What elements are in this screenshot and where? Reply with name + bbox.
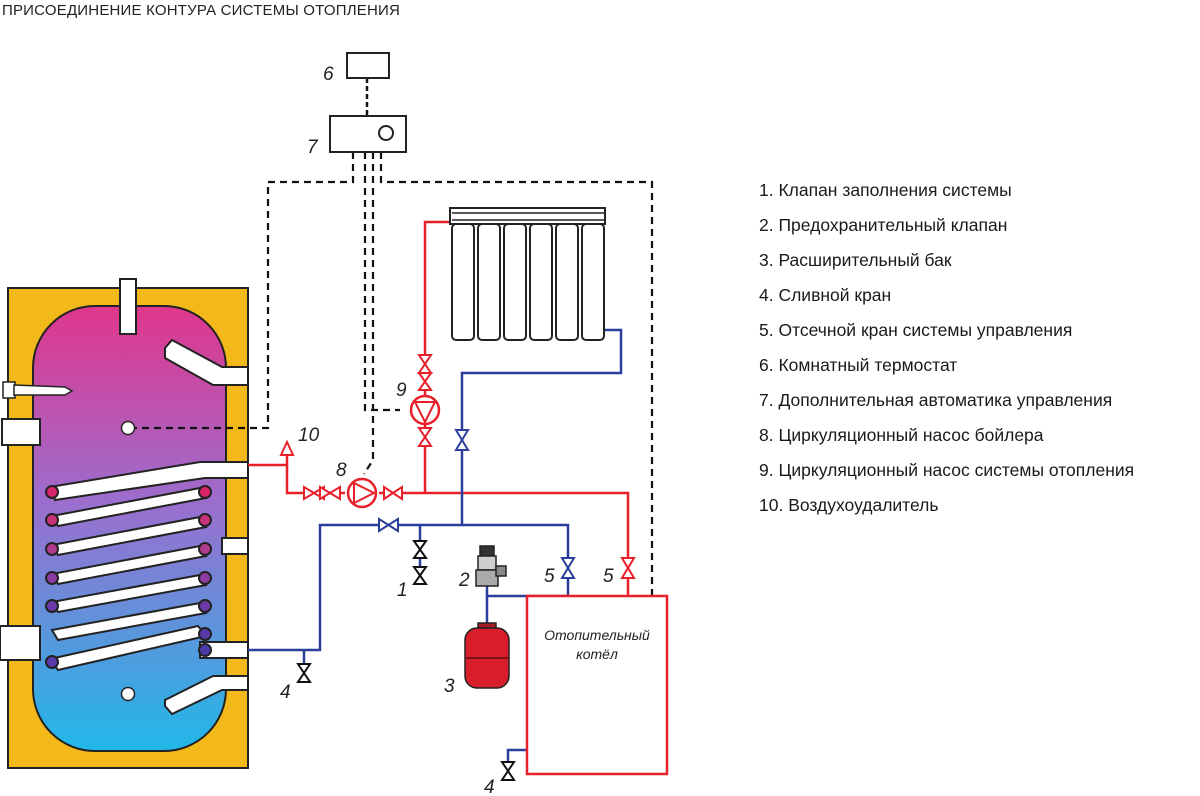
legend-item: 8. Циркуляционный насос бойлера: [759, 425, 1044, 445]
legend-item: 6. Комнатный термостат: [759, 355, 958, 375]
radiator: [449, 207, 606, 341]
pump-9: [409, 394, 441, 426]
legend-item: 5. Отсечной кран системы управления: [759, 320, 1073, 340]
label-4-tank: 4: [280, 682, 291, 703]
label-2: 2: [458, 570, 470, 591]
legend-item: 10. Воздухоудалитель: [759, 495, 939, 515]
legend-item: 7. Дополнительная автоматика управления: [759, 390, 1113, 410]
legend-item: 2. Предохранительный клапан: [759, 215, 1008, 235]
return-pipes: [248, 328, 623, 770]
control-unit: [329, 115, 407, 153]
legend-item: 9. Циркуляционный насос системы отоплени…: [759, 460, 1135, 480]
label-7: 7: [307, 137, 319, 158]
boiler-label-line2: котёл: [576, 646, 618, 662]
label-10: 10: [298, 425, 320, 446]
label-4-boiler: 4: [484, 777, 495, 796]
valves: [296, 354, 636, 781]
air-vent-icon: [279, 439, 295, 456]
heat-exchanger-coil: [45, 461, 249, 716]
label-5-blue: 5: [544, 566, 555, 587]
control-wiring: [135, 152, 654, 596]
heating-boiler: [525, 594, 669, 776]
legend-item: 3. Расширительный бак: [759, 250, 952, 270]
label-1: 1: [397, 580, 408, 601]
boiler-label-line1: Отопительный: [544, 627, 650, 643]
legend-item: 1. Клапан заполнения системы: [759, 180, 1012, 200]
label-8: 8: [336, 460, 347, 481]
label-5-red: 5: [603, 566, 614, 587]
legend-list: 1. Клапан заполнения системы 2. Предохра…: [759, 176, 1134, 526]
legend-item: 4. Сливной кран: [759, 285, 892, 305]
label-9: 9: [396, 380, 407, 401]
expansion-tank: [464, 622, 510, 689]
label-3: 3: [444, 676, 455, 697]
label-6: 6: [323, 64, 334, 85]
pump-8: [346, 477, 378, 509]
diagram-title: ПРИСОЕДИНЕНИЕ КОНТУРА СИСТЕМЫ ОТОПЛЕНИЯ: [2, 2, 400, 19]
room-thermostat: [346, 52, 390, 79]
safety-valve: [475, 545, 507, 587]
